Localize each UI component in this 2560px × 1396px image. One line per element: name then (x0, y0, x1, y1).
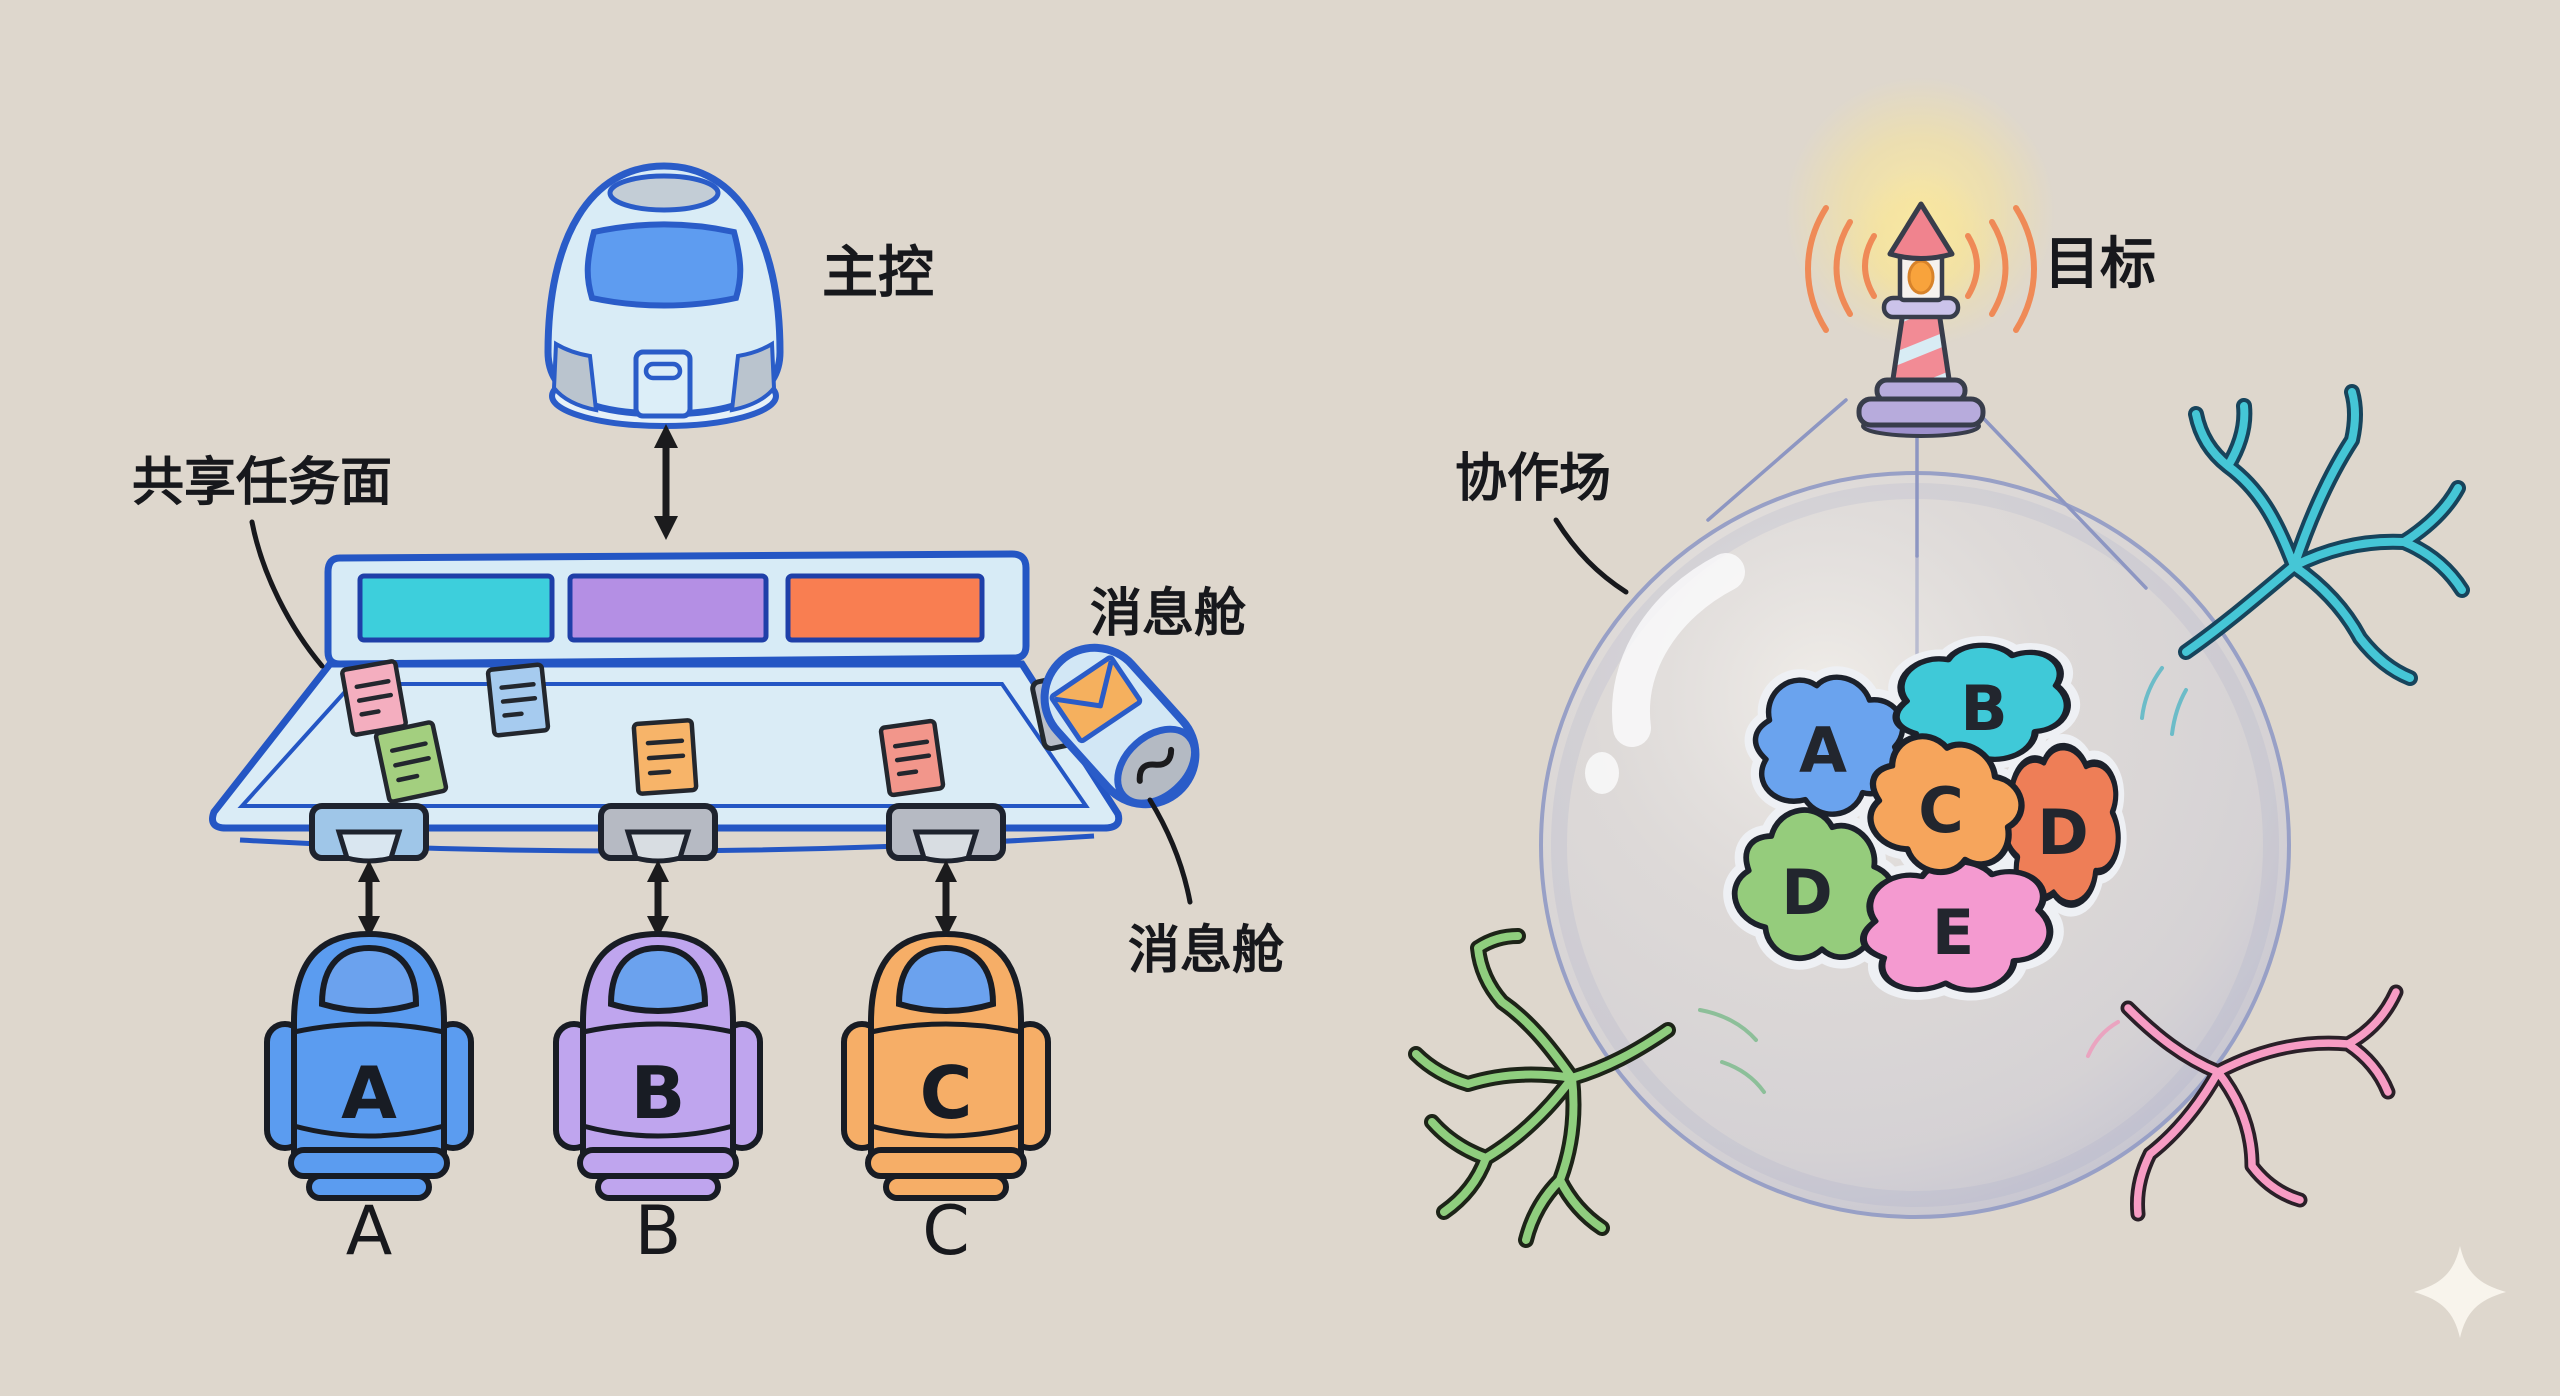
blob-d1-letter: D (2037, 796, 2088, 869)
agent-a-letter: A (341, 1051, 397, 1135)
message-pod-label-bottom: 消息舱 (1128, 921, 1284, 981)
roof (1887, 201, 1955, 261)
visor (607, 944, 709, 1014)
master-board-arrow-icon (654, 424, 678, 540)
board-inner-line (237, 682, 1090, 808)
sticky-note-green (373, 720, 449, 804)
capsule-visor (584, 221, 744, 309)
branch-teal-icon (2140, 384, 2470, 736)
branch-pink-icon (2086, 984, 2404, 1222)
bubble-inner-rim (1551, 483, 2279, 1207)
lighthouse-icon (1785, 77, 2055, 438)
bubble-highlight (1612, 553, 1745, 747)
blob-d2-letter: D (1781, 856, 1832, 929)
sticky-note-salmon (878, 718, 946, 798)
blob-e-letter: E (1932, 896, 1974, 969)
signal-waves-icon (1805, 205, 2037, 333)
board-label-pointer (249, 519, 325, 669)
bubble-highlight-dot (1585, 752, 1619, 794)
capsule-hatch (633, 349, 693, 419)
lamp (1907, 259, 1935, 295)
pod-squiggle (1136, 746, 1175, 784)
agent-b-label: B (635, 1192, 682, 1271)
agent-robot-c: C (841, 930, 1051, 1201)
blob-b-letter: B (1960, 672, 2007, 745)
agent-b-letter: B (631, 1051, 686, 1135)
field-label: 协作场 (1455, 449, 1611, 509)
board-column-orange (785, 573, 985, 643)
message-pod-label-top: 消息舱 (1090, 584, 1246, 644)
capsule-hatch-slot (643, 361, 683, 381)
branch-green-icon (1408, 928, 1766, 1248)
board-port-b (598, 803, 718, 864)
capability-blobs: A B C D D E (1710, 637, 2119, 998)
goal-label: 目标 (2044, 232, 2156, 297)
agent-c-label: C (922, 1192, 969, 1271)
capsule-right-panel (729, 340, 777, 413)
agent-a-label: A (346, 1192, 393, 1271)
blob-c-letter: C (1918, 774, 1964, 847)
visor (318, 944, 420, 1014)
master-label: 主控 (822, 241, 934, 306)
visor (895, 944, 997, 1014)
sticky-note-orange (631, 718, 699, 796)
board-port-c (886, 803, 1006, 864)
board-agent-arrows (358, 860, 957, 938)
capsule-top-cap (607, 173, 721, 213)
agent-robot-a: A (264, 930, 474, 1201)
field-label-pointer (1553, 517, 1629, 595)
sparkle-icon (2414, 1246, 2506, 1338)
message-pod-icon (1030, 643, 1200, 809)
agent-robot-b: B (553, 930, 763, 1201)
board-column-cyan (357, 573, 555, 643)
board-label: 共享任务面 (132, 453, 392, 513)
blob-a-letter: A (1799, 714, 1847, 787)
shared-task-board (209, 550, 1123, 864)
capsule-left-panel (551, 340, 599, 413)
envelope-icon (1049, 655, 1143, 744)
message-pod-label-pointer (1147, 797, 1193, 905)
agent-c-letter: C (920, 1051, 973, 1135)
board-column-purple (567, 573, 769, 643)
sticky-note-pink (340, 659, 408, 737)
base-lower (1856, 396, 1986, 428)
master-robot-icon (544, 162, 784, 429)
board-port-a (309, 803, 429, 864)
sticky-note-blue (485, 662, 551, 738)
